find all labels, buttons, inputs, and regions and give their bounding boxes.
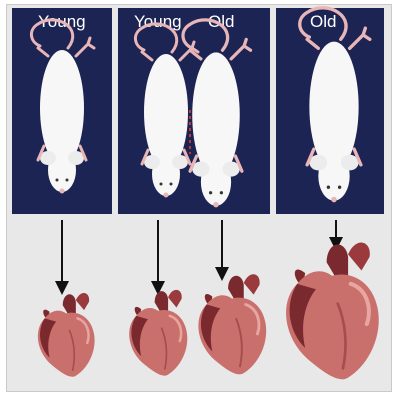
young-mouse-icon	[31, 20, 94, 194]
heart-old-icon	[286, 242, 379, 379]
heart-young-icon	[38, 293, 95, 377]
old-parabiont-icon	[183, 20, 251, 208]
heart-young-pair-icon	[129, 290, 187, 376]
heart-old-pair-icon	[198, 274, 266, 374]
old-mouse-icon	[300, 8, 370, 202]
